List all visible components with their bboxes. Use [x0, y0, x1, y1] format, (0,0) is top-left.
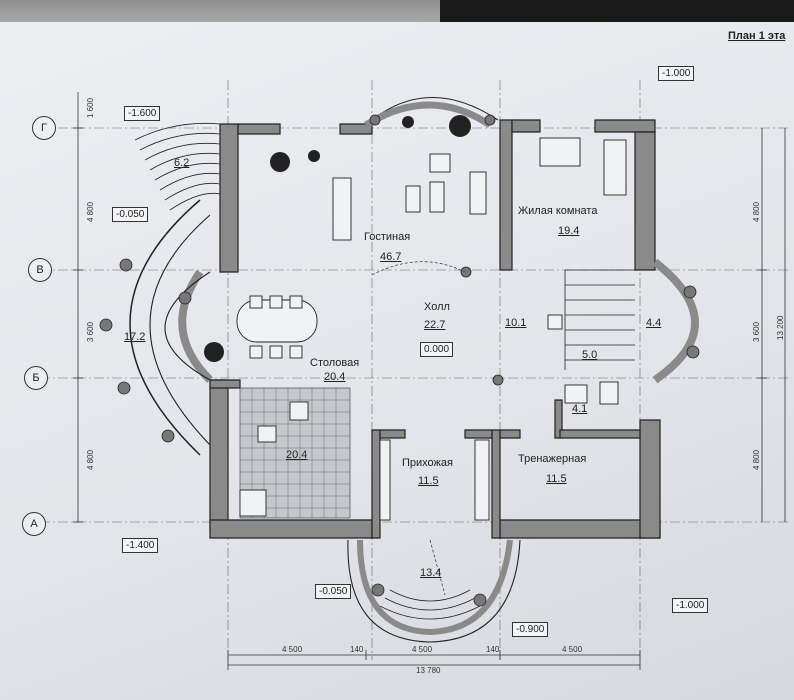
dim-bottom-1: 4 500 — [282, 645, 303, 654]
dim-right-1: 4 800 — [752, 201, 761, 222]
room-area-dining: 20.4 — [324, 371, 346, 383]
room-name-hall: Холл — [424, 301, 450, 313]
dim-left-1: 1 600 — [86, 97, 95, 118]
area-stairs: 6.2 — [174, 157, 190, 169]
level-mark: -0.900 — [512, 622, 549, 637]
dim-bottom-2: 140 — [350, 645, 364, 654]
axis-marker-v: В — [28, 258, 52, 282]
room-area-gym: 11.5 — [546, 473, 567, 485]
room-name-bedroom: Жилая комната — [518, 205, 598, 217]
dim-right-total: 13 200 — [776, 315, 785, 340]
dim-right-3: 4 800 — [752, 449, 761, 470]
dim-left-3: 3 600 — [86, 321, 95, 342]
area-terrace: 17.2 — [124, 331, 146, 343]
level-mark: -1.400 — [122, 538, 159, 553]
area-bay: 4.4 — [646, 317, 662, 329]
level-mark: -1.000 — [658, 66, 695, 81]
axis-marker-g: Г — [32, 116, 56, 140]
room-name-living: Гостиная — [364, 231, 411, 243]
paper-sheet — [0, 22, 794, 700]
dim-bottom-4: 140 — [486, 645, 500, 654]
dim-bottom-total: 13 780 — [416, 666, 441, 675]
area-staircase: 5.0 — [582, 349, 598, 361]
level-mark: -0.050 — [112, 207, 149, 222]
axis-marker-b: Б — [24, 366, 48, 390]
area-bathroom: 4.1 — [572, 403, 588, 415]
dark-background-area — [440, 0, 794, 26]
sheet-title: План 1 эта — [728, 30, 786, 42]
level-mark: -1.600 — [124, 106, 161, 121]
area-corridor: 10.1 — [505, 317, 527, 329]
room-area-hall: 22.7 — [424, 319, 446, 331]
level-mark: -1.000 — [672, 598, 709, 613]
room-area-living: 46.7 — [380, 251, 402, 263]
room-area-entrance: 11.5 — [418, 475, 439, 487]
dim-left-4: 4 800 — [86, 449, 95, 470]
area-porch: 13.4 — [420, 567, 442, 579]
dim-right-2: 3 600 — [752, 321, 761, 342]
room-name-dining: Столовая — [310, 357, 360, 369]
axis-marker-a: А — [22, 512, 46, 536]
dim-bottom-3: 4 500 — [412, 645, 433, 654]
level-mark: -0.050 — [315, 584, 352, 599]
dim-left-2: 4 800 — [86, 201, 95, 222]
room-name-gym: Тренажерная — [518, 453, 587, 465]
level-mark: 0.000 — [420, 342, 454, 357]
room-area-bedroom: 19.4 — [558, 225, 580, 237]
area-kitchen: 20.4 — [286, 449, 308, 461]
dim-bottom-5: 4 500 — [562, 645, 583, 654]
room-name-entrance: Прихожая — [402, 457, 453, 469]
